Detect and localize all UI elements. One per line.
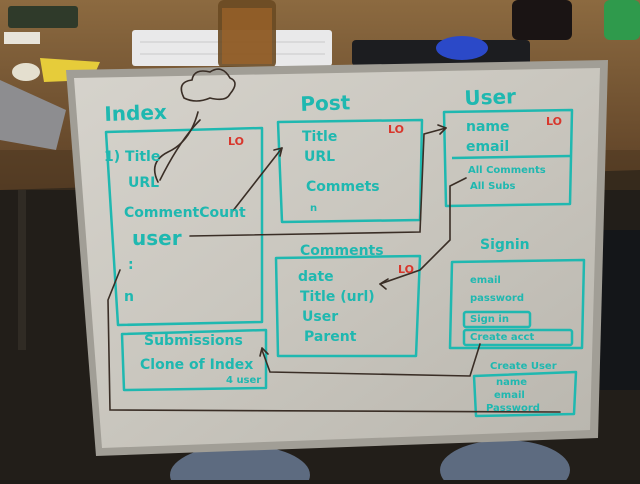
index-lo-mark: LO [228,135,244,148]
user-item-name: name [466,119,510,135]
index-title: Index [103,99,168,126]
dark-bottle [512,0,572,40]
user-lo-mark: LO [546,115,562,128]
circuit-board [8,6,78,28]
signin-button-outline [462,310,532,329]
index-item-n: n [124,289,134,305]
signin-box [448,258,586,350]
arrow-comments-link [379,177,467,285]
submissions-item-clone: Clone of Index [140,357,254,373]
computer-mouse [436,36,488,60]
index-item-user: user [132,226,182,250]
submissions-box [120,328,268,392]
index-item-ellipsis: : [128,257,134,273]
signin-item-email: email [470,275,501,286]
user-item-email: email [466,139,510,155]
index-item-commentcount: CommentCount [124,205,246,221]
signin-button-label: Sign in [470,314,509,325]
arrow-loop-bottom [107,269,561,413]
create-user-item-name: name [496,377,528,388]
post-lo-mark: LO [388,123,404,136]
index-box [104,126,264,327]
submissions-item-4-user: 4 user [226,375,262,386]
create-user-title: Create User [490,361,557,372]
index-item-title: 1) Title [104,149,161,165]
person-knee-left [170,445,310,484]
create-user-item-email: email [494,390,525,401]
person-knee-right [440,440,570,484]
post-item-title: Title [302,129,338,145]
create-acct-button-label: Create acct [470,332,535,343]
arrow-commentcount-to-post [231,147,283,213]
comments-item-title-url: Title (url) [300,289,375,305]
user-item-all-subs: All Subs [470,181,516,192]
create-user-item-password: Password [486,403,540,414]
cloud-doodle [180,68,236,102]
create-user-box [472,370,578,418]
create-acct-button-outline [462,328,574,347]
paper-note [4,32,40,44]
comments-item-date: date [298,269,334,285]
comments-item-parent: Parent [304,329,357,345]
comments-lo-mark: LO [398,263,414,276]
comments-box [274,254,422,358]
post-title: Post [299,90,351,116]
comments-title: Comments [300,243,384,259]
green-bottle [604,0,640,40]
submissions-title: Submissions [144,333,243,349]
post-item-url: URL [304,149,336,165]
laptop [0,80,66,150]
signin-title: Signin [480,237,530,253]
index-item-url: URL [128,175,160,191]
user-box [442,108,574,208]
user-title: User [463,84,517,110]
post-item-commets: Commets [306,179,380,195]
arrow-user-to-user [189,127,447,237]
user-item-all-comments: All Comments [468,165,546,176]
comments-item-user: User [302,309,339,325]
post-item-n: n [310,203,318,214]
signin-item-password: password [470,293,525,304]
